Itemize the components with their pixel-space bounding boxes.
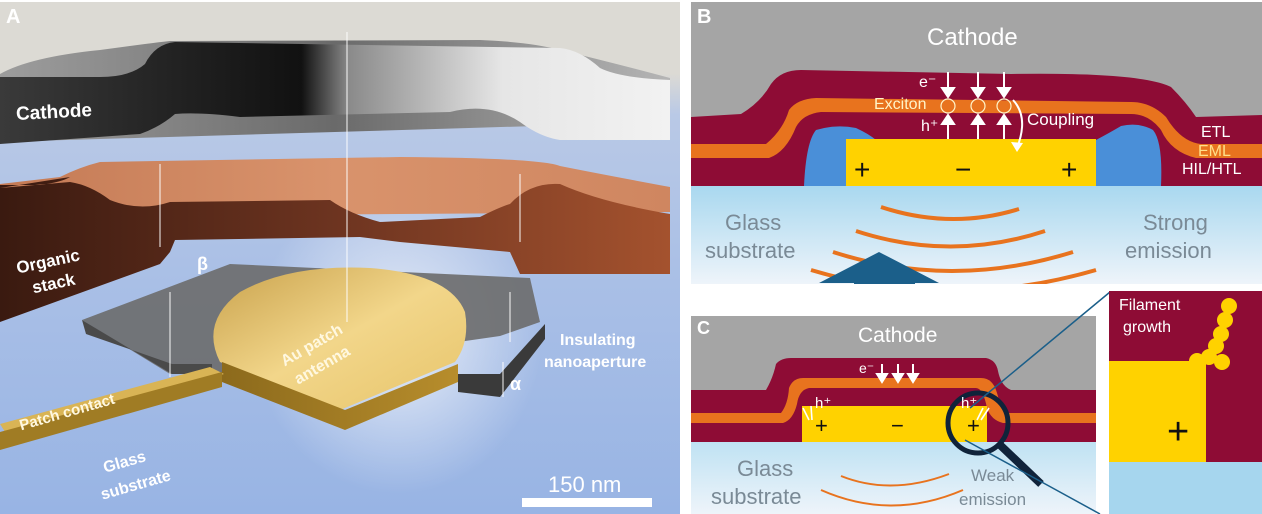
weak-emission-waves: [820, 473, 964, 507]
glass-substrate-region: [691, 186, 1262, 284]
filament-inset-diagram: [1109, 291, 1262, 514]
inset-glass: [1109, 462, 1262, 514]
label-cathode: Cathode: [15, 100, 93, 125]
exciton-circles: [940, 98, 1012, 114]
label-exciton: Exciton: [874, 96, 927, 113]
label-e-minus-c: e⁻: [859, 360, 875, 376]
label-minus-b: −: [955, 154, 972, 185]
label-plus-left-b: +: [854, 154, 871, 185]
panel-b: B Cathode e⁻ Exciton h⁺ Coupling ETL EML…: [691, 2, 1262, 284]
panel-b-diagram: [691, 2, 1262, 284]
organic-front-face: [0, 177, 670, 322]
au-patch-cross-section-c: [802, 406, 987, 442]
panel-c: C Cathode e⁻ h⁺ h⁺ + − + Glass substrate…: [691, 316, 1096, 514]
label-plus-right-b: +: [1061, 154, 1078, 185]
organic-top-surface: [0, 157, 670, 217]
label-h-plus-right-c: h⁺: [961, 395, 978, 412]
label-glass-b-2: substrate: [705, 238, 796, 263]
label-weak-2: emission: [959, 490, 1027, 509]
coupling-arrowhead: [1011, 142, 1023, 152]
label-filament-1: Filament: [1119, 297, 1181, 314]
label-cathode-c: Cathode: [858, 324, 938, 347]
guide-lines: [159, 32, 521, 397]
hole-arrows-c: [802, 405, 990, 421]
cathode-front-face: [0, 42, 670, 144]
label-plus-left-c: +: [815, 413, 828, 438]
panel-letter-b: B: [697, 6, 712, 28]
electron-arrows-c: [875, 364, 920, 384]
au-patch-cross-section: [846, 139, 1096, 186]
insulator-frame-front-left: [82, 320, 212, 374]
label-insulating-2: nanoaperture: [544, 354, 647, 371]
label-plus-right-c: +: [967, 413, 980, 438]
label-insulating-1: Insulating: [560, 332, 636, 349]
label-h-plus-b: h⁺: [921, 118, 939, 135]
label-hil-htl: HIL/HTL: [1182, 161, 1242, 178]
au-patch-top: [213, 267, 467, 410]
label-cathode-b: Cathode: [927, 24, 1018, 51]
panel-letter-c: C: [697, 318, 710, 338]
label-beta: β: [197, 254, 208, 274]
label-e-minus-b: e⁻: [919, 74, 937, 91]
inset-plus: +: [1167, 411, 1190, 453]
label-strong-1: Strong: [1143, 210, 1208, 235]
eml-layer: [691, 98, 1262, 158]
label-h-plus-left-c: h⁺: [815, 395, 832, 412]
label-eml: EML: [1198, 143, 1231, 160]
label-etl: ETL: [1201, 124, 1231, 141]
patch-contact-front: [0, 372, 222, 450]
hole-arrows: [940, 113, 1012, 139]
scale-bar: [522, 498, 652, 507]
emission-up-arrow: [819, 252, 939, 284]
label-glass-b-1: Glass: [725, 210, 782, 235]
label-glass-c-1: Glass: [737, 456, 794, 481]
filament-beads: [1189, 298, 1237, 370]
label-coupling: Coupling: [1027, 110, 1095, 129]
label-filament-2: growth: [1123, 319, 1172, 336]
electron-arrows: [940, 72, 1012, 99]
au-patch-front: [222, 362, 458, 430]
panel-a-render: A Cathode Organic stack β α Au patch ant…: [0, 2, 680, 514]
panel-letter-a: A: [6, 6, 21, 28]
label-alpha: α: [510, 374, 522, 394]
label-weak-1: Weak: [971, 466, 1015, 485]
filament-inset: Filament growth +: [1109, 291, 1262, 514]
label-glass-c-2: substrate: [711, 484, 802, 509]
panel-a-illustration: [0, 32, 670, 514]
insulator-frame-front-right: [458, 324, 545, 397]
label-strong-2: emission: [1125, 238, 1212, 263]
inset-au-patch: [1109, 361, 1206, 462]
scale-bar-label: 150 nm: [548, 472, 622, 497]
label-minus-c: −: [891, 413, 904, 438]
insulator-right: [1096, 124, 1162, 186]
